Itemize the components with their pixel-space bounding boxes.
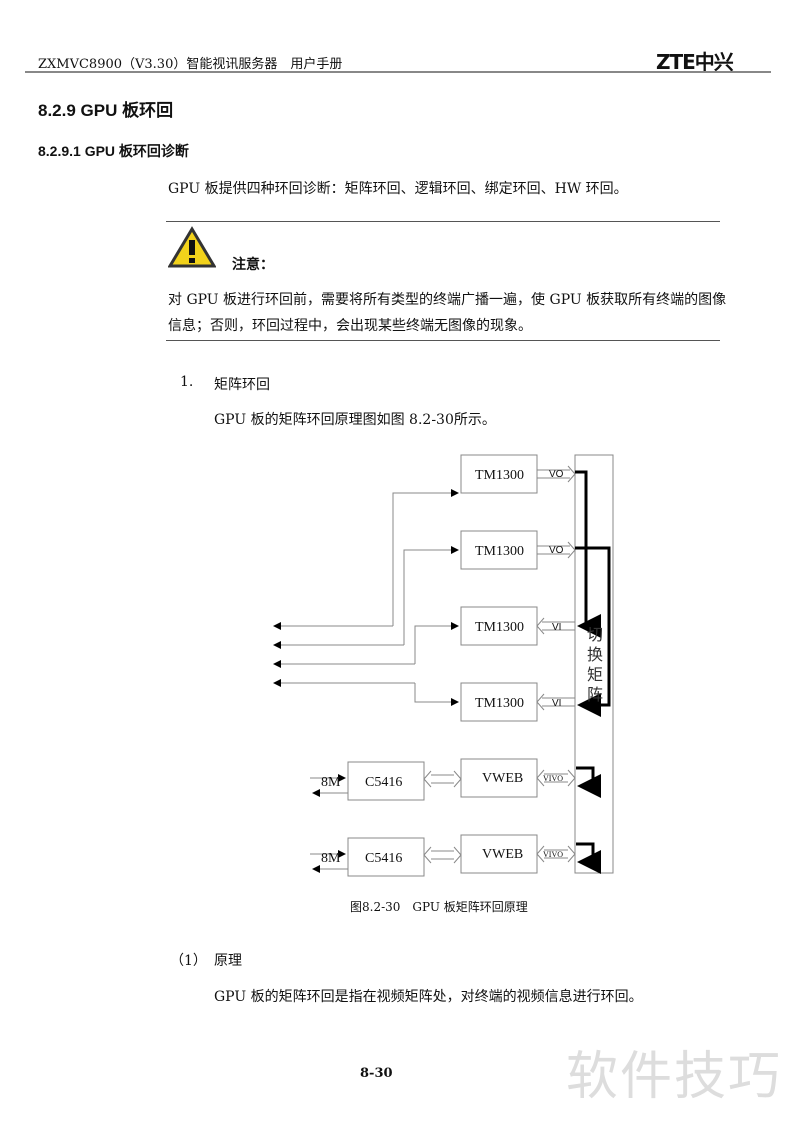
principle-paragraph: GPU 板的矩阵环回是指在视频矩阵处，对终端的视频信息进行环回。 xyxy=(214,989,643,1005)
tm1300-label: TM1300 xyxy=(475,696,524,711)
tm1300-box xyxy=(460,530,538,570)
watermark: 软件技巧 xyxy=(566,1047,783,1107)
c5416-label: C5416 xyxy=(365,775,402,790)
tm1300-box xyxy=(460,454,538,494)
list-number: 1. xyxy=(180,374,194,390)
note-bottom-rule xyxy=(166,340,720,341)
tm1300-label: TM1300 xyxy=(475,620,524,635)
8m-label: 8M xyxy=(321,851,341,866)
vivo-label: VIVO xyxy=(543,850,563,859)
list-title: 矩阵环回 xyxy=(214,377,270,393)
vi-label: VI xyxy=(552,622,561,633)
vweb-label: VWEB xyxy=(482,771,523,786)
figure-caption: 图8.2-30 GPU 板矩阵环回原理 xyxy=(350,900,528,914)
sub-number: （1） xyxy=(170,953,207,969)
vweb-label: VWEB xyxy=(482,847,523,862)
c5416-label: C5416 xyxy=(365,851,402,866)
figure-reference-paragraph: GPU 板的矩阵环回原理图如图 8.2-30所示。 xyxy=(214,412,496,428)
note-top-rule xyxy=(166,221,720,222)
zte-logo: ZTE中兴 xyxy=(656,50,734,74)
warning-icon xyxy=(167,226,217,272)
matrix-loopback-diagram: TM1300 TM1300 TM1300 TM1300 VWEB VWEB C5… xyxy=(273,454,614,877)
8m-label: 8M xyxy=(321,775,341,790)
subsection-heading: 8.2.9.1 GPU 板环回诊断 xyxy=(38,143,189,159)
switch-matrix-box xyxy=(574,454,614,874)
matrix-label-char: 切 xyxy=(587,625,603,644)
vo-label: VO xyxy=(549,545,564,556)
note-label: 注意： xyxy=(232,257,274,273)
vo-label: VO xyxy=(549,469,564,480)
running-header: ZXMVC8900（V3.30）智能视讯服务器 用户手册 xyxy=(38,57,343,72)
c5416-box xyxy=(347,837,425,877)
matrix-label-char: 换 xyxy=(587,645,603,664)
note-text: 对 GPU 板进行环回前，需要将所有类型的终端广播一遍，使 GPU 板获取所有终… xyxy=(168,292,727,334)
sub-title: 原理 xyxy=(214,953,242,969)
matrix-label-char: 矩 xyxy=(587,665,603,684)
vi-label: VI xyxy=(552,698,561,709)
intro-paragraph: GPU 板提供四种环回诊断：矩阵环回、逻辑环回、绑定环回、HW 环回。 xyxy=(168,181,628,197)
section-heading: 8.2.9 GPU 板环回 xyxy=(38,101,174,120)
c5416-box xyxy=(347,761,425,801)
tm1300-label: TM1300 xyxy=(475,468,524,483)
header-rule xyxy=(25,71,771,73)
tm1300-label: TM1300 xyxy=(475,544,524,559)
page-number: 8-30 xyxy=(360,1066,393,1081)
vivo-label: VIVO xyxy=(543,774,563,783)
matrix-label-char: 阵 xyxy=(587,685,603,704)
